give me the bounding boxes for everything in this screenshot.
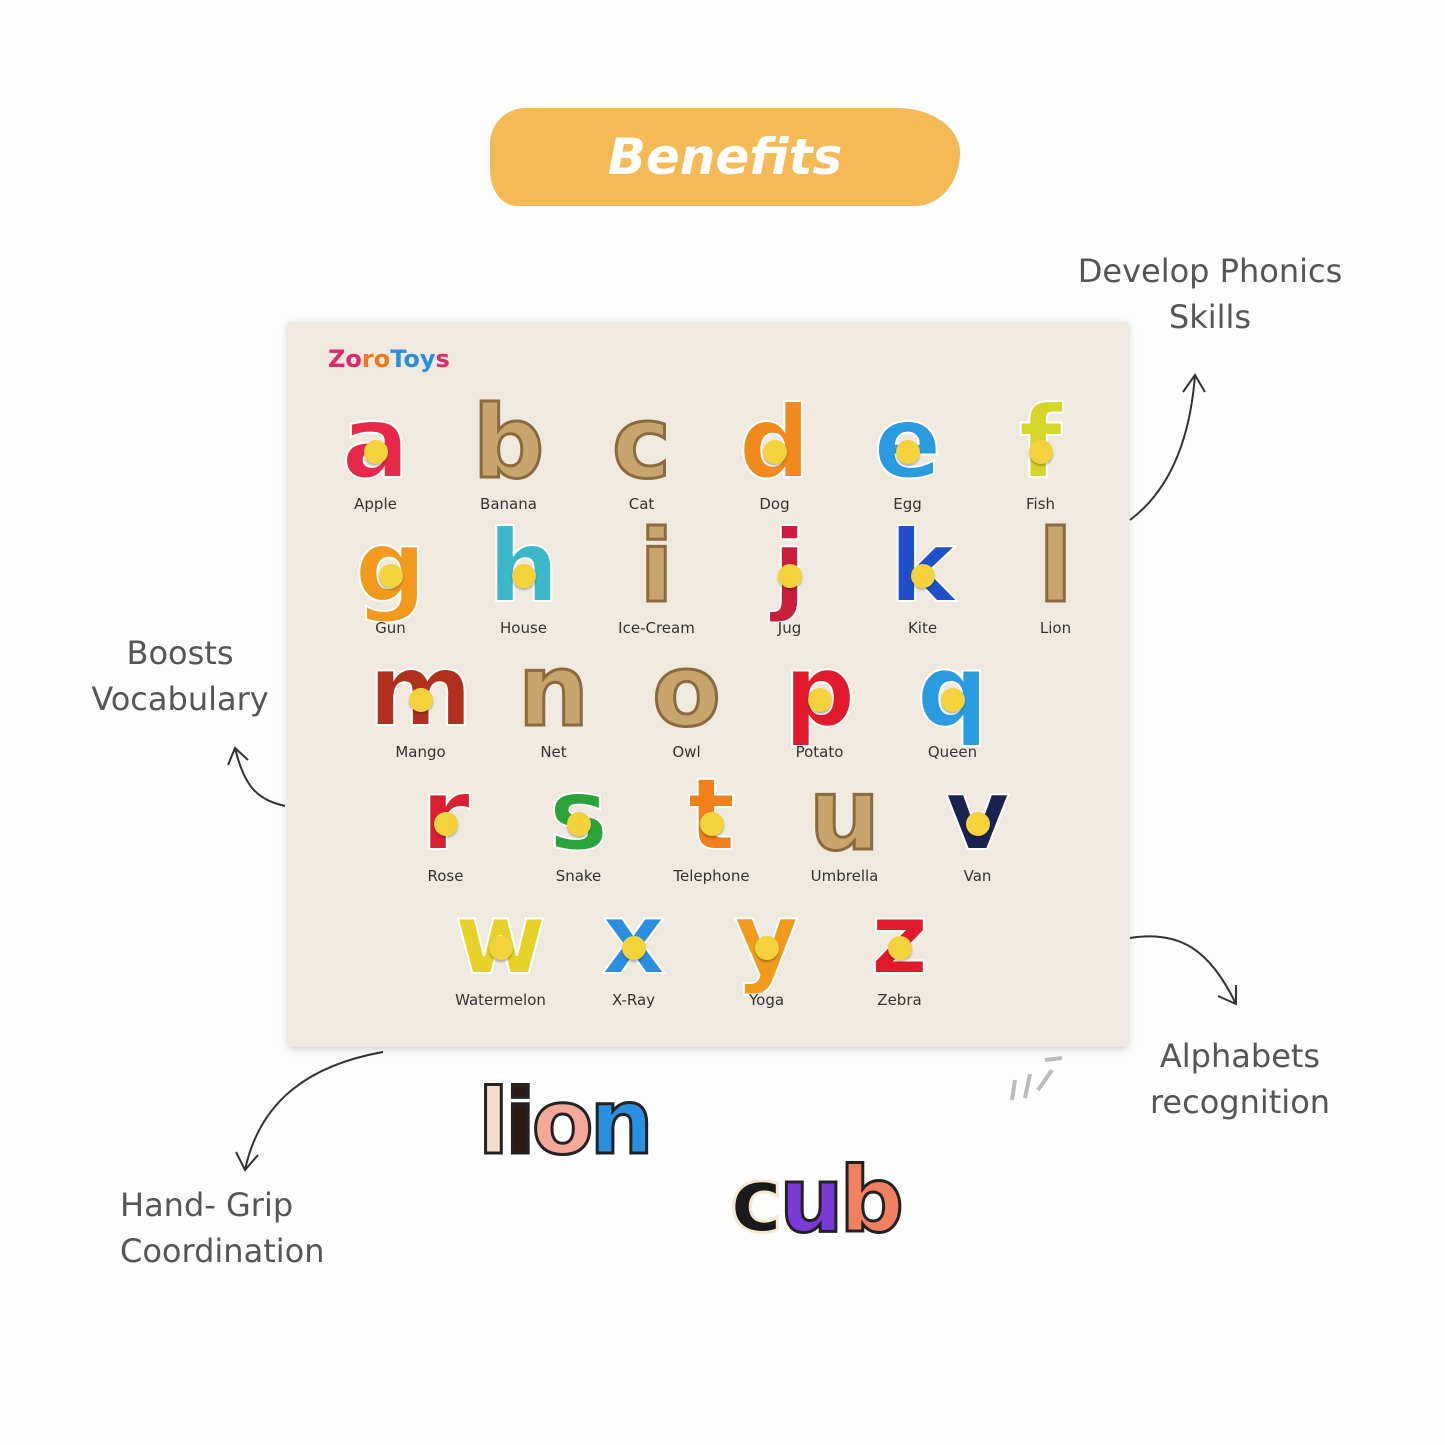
word-label: Zebra <box>877 991 922 1009</box>
peg-knob[interactable] <box>621 936 646 960</box>
callout-phonics: Develop Phonics Skills <box>1077 252 1343 336</box>
letter-piece[interactable]: l <box>1037 508 1074 625</box>
peg-knob[interactable] <box>940 688 965 712</box>
puzzle-board: ZoroToys aApplebBananacCatdDogeEggfFishg… <box>288 322 1128 1047</box>
arrow-grip <box>235 1051 384 1172</box>
letter-piece[interactable]: c <box>610 384 672 501</box>
peg-knob[interactable] <box>754 936 779 960</box>
letter-slot-h[interactable]: hHouse <box>461 513 586 637</box>
peg-knob[interactable] <box>762 440 787 464</box>
letter-piece[interactable]: o <box>651 632 723 749</box>
letter-slot-a[interactable]: aApple <box>313 389 438 513</box>
letter-slot-t[interactable]: tTelephone <box>649 761 774 885</box>
word-label: Jug <box>777 619 802 637</box>
loose-pieces-cub[interactable]: cub <box>728 1147 905 1255</box>
word-label: Lion <box>1039 619 1072 637</box>
callout-alphabets: Alphabets recognition <box>1149 1037 1331 1121</box>
loose-pieces-lion[interactable]: lion <box>477 1069 656 1177</box>
word-label: Mango <box>395 743 446 761</box>
benefits-banner: Benefits <box>490 108 960 206</box>
peg-knob[interactable] <box>807 688 832 712</box>
peg-knob[interactable] <box>910 564 935 588</box>
word-label: Net <box>540 743 567 761</box>
sparkle-icon <box>1010 1056 1063 1101</box>
word-label: Queen <box>927 743 978 761</box>
word-label: Yoga <box>748 991 785 1009</box>
letter-row: mMangonNetoOwlpPotatoqQueen <box>358 632 1015 762</box>
arrow-phonics <box>1129 373 1206 521</box>
callout-grip: Hand- Grip Coordination <box>120 1186 325 1270</box>
letter-slot-z[interactable]: zZebra <box>837 885 962 1009</box>
letter-row: rRosesSnaketTelephoneuUmbrellavVan <box>383 756 1040 886</box>
letter-slot-e[interactable]: eEgg <box>845 389 970 513</box>
letter-slot-v[interactable]: vVan <box>915 761 1040 885</box>
zoro-toys-logo: ZoroToys <box>328 345 450 373</box>
word-label: Apple <box>354 495 397 513</box>
peg-knob[interactable] <box>378 564 403 588</box>
word-label: Cat <box>628 495 655 513</box>
letter-slot-m[interactable]: mMango <box>358 637 483 761</box>
word-label: Dog <box>759 495 790 513</box>
word-label: Banana <box>480 495 537 513</box>
letter-piece[interactable]: i <box>638 508 675 625</box>
peg-knob[interactable] <box>488 936 513 960</box>
peg-knob[interactable] <box>895 440 920 464</box>
word-label: X-Ray <box>611 991 656 1009</box>
word-label: Kite <box>907 619 938 637</box>
peg-knob[interactable] <box>887 936 912 960</box>
word-label: Ice-Cream <box>618 619 695 637</box>
letter-slot-f[interactable]: fFish <box>978 389 1103 513</box>
letter-piece[interactable]: b <box>471 384 546 501</box>
arrow-vocabulary <box>227 746 286 807</box>
letter-row: aApplebBananacCatdDogeEggfFish <box>313 384 1103 514</box>
peg-knob[interactable] <box>408 688 433 712</box>
letter-slot-s[interactable]: sSnake <box>516 761 641 885</box>
peg-knob[interactable] <box>777 564 802 588</box>
word-label: Snake <box>555 867 602 885</box>
peg-knob[interactable] <box>566 812 591 836</box>
letter-slot-k[interactable]: kKite <box>860 513 985 637</box>
letter-slot-j[interactable]: jJug <box>727 513 852 637</box>
peg-knob[interactable] <box>511 564 536 588</box>
word-label: Fish <box>1025 495 1056 513</box>
callout-vocabulary: Boosts Vocabulary <box>91 634 269 718</box>
letter-piece[interactable]: u <box>807 756 881 873</box>
banner-title: Benefits <box>607 128 843 186</box>
word-label: Owl <box>672 743 701 761</box>
peg-knob[interactable] <box>699 812 724 836</box>
letter-row: wWatermelonxX-RayyYogazZebra <box>438 885 962 1009</box>
letter-slot-d[interactable]: dDog <box>712 389 837 513</box>
letter-slot-p[interactable]: pPotato <box>757 637 882 761</box>
letter-slot-q[interactable]: qQueen <box>890 637 1015 761</box>
letter-piece[interactable]: n <box>516 632 590 749</box>
word-label: Telephone <box>673 867 750 885</box>
arrow-alphabets <box>1129 935 1237 1006</box>
word-label: Gun <box>375 619 406 637</box>
letter-slot-g[interactable]: gGun <box>328 513 453 637</box>
peg-knob[interactable] <box>1028 440 1053 464</box>
word-label: House <box>499 619 547 637</box>
peg-knob[interactable] <box>965 812 990 836</box>
word-label: Potato <box>795 743 844 761</box>
letter-slot-r[interactable]: rRose <box>383 761 508 885</box>
word-label: Egg <box>893 495 922 513</box>
letter-row: gGunhHouseiIce-CreamjJugkKitelLion <box>328 508 1118 638</box>
word-label: Umbrella <box>810 867 879 885</box>
word-label: Van <box>963 867 992 885</box>
letter-slot-x[interactable]: xX-Ray <box>571 885 696 1009</box>
letter-slot-w[interactable]: wWatermelon <box>438 885 563 1009</box>
word-label: Watermelon <box>455 991 546 1009</box>
word-label: Rose <box>427 867 464 885</box>
peg-knob[interactable] <box>363 440 388 464</box>
peg-knob[interactable] <box>433 812 458 836</box>
